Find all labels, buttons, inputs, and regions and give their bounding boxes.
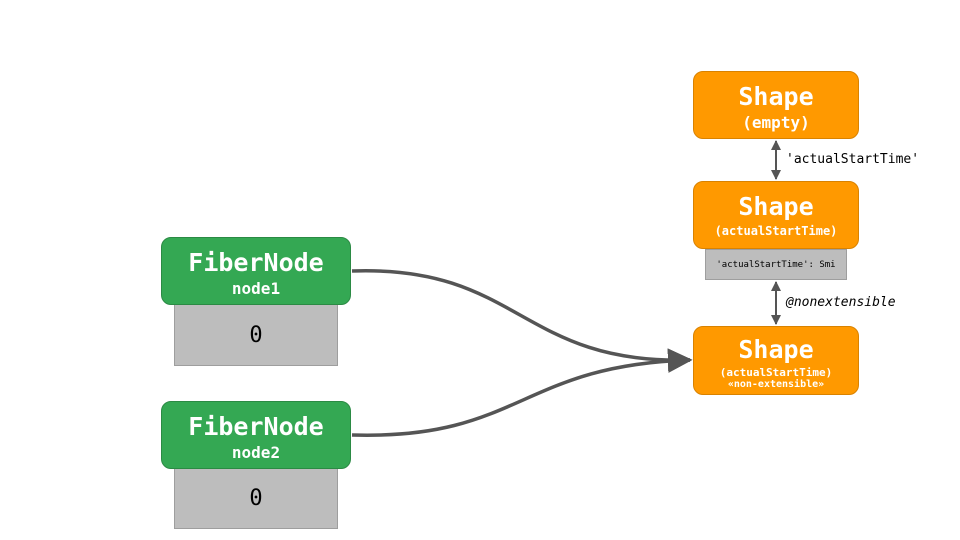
fibernode-node2-title: FiberNode (188, 412, 324, 441)
shape-actualStartTime: Shape (actualStartTime) (693, 181, 859, 249)
node2-to-shape-arrow (351, 348, 693, 437)
node1-to-shape-arrow (351, 269, 693, 373)
shape-empty: Shape (empty) (693, 71, 859, 139)
shape-actualStartTime-subtitle: (actualStartTime) (714, 224, 838, 238)
node1-field-box: 0 (174, 304, 338, 366)
node1-field-value: 0 (249, 322, 263, 348)
shape-non-extensible: Shape (actualStartTime) «non-extensible» (693, 326, 859, 395)
shape-non-extensible-subtitle: (actualStartTime) (719, 366, 833, 379)
fibernode-node2-name: node2 (231, 443, 281, 462)
transition-label-nonextensible: @nonextensible (786, 295, 896, 310)
shape-actualStartTime-title: Shape (738, 192, 814, 221)
transition-label-actualStartTime: 'actualStartTime' (786, 152, 920, 167)
node2-field-value: 0 (249, 485, 263, 511)
fibernode-node1-title: FiberNode (188, 248, 324, 277)
shape-empty-subtitle: (empty) (742, 113, 810, 132)
fibernode-node1-name: node1 (231, 279, 281, 298)
shape-non-extensible-note: «non-extensible» (727, 379, 825, 390)
fibernode-node1: FiberNode node1 (161, 237, 351, 305)
shape-non-extensible-title: Shape (738, 335, 814, 364)
fibernode-node2: FiberNode node2 (161, 401, 351, 469)
property-descriptor-box: 'actualStartTime': Smi (705, 249, 847, 280)
property-descriptor-text: 'actualStartTime': Smi (716, 259, 836, 270)
node2-field-box: 0 (174, 467, 338, 529)
shape-empty-title: Shape (738, 82, 814, 111)
